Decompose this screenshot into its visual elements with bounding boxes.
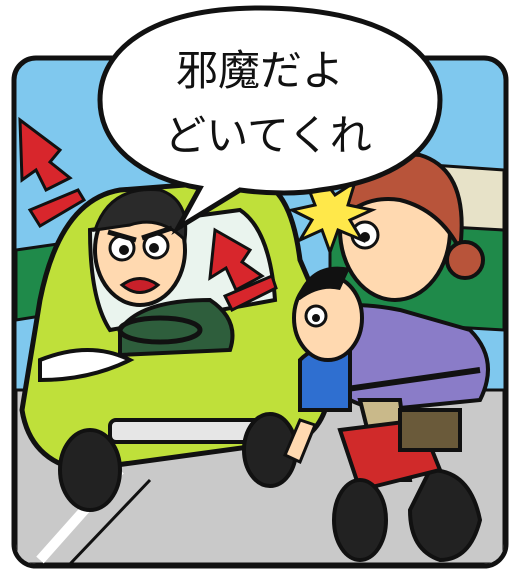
angry-driver	[92, 188, 235, 358]
child-leg	[283, 418, 317, 465]
hair-bun	[445, 240, 485, 280]
child-passenger	[283, 266, 364, 465]
bicycle-front-wheel	[332, 478, 388, 562]
speech-bubble: 邪魔だよ どいてくれ	[97, 5, 443, 236]
driver-hair	[92, 188, 188, 244]
speech-line-1: 邪魔だよ	[176, 46, 344, 95]
car-wheel-left	[58, 428, 122, 512]
shock-burst-icon	[287, 173, 377, 257]
child-hair	[296, 266, 350, 300]
handlebar	[339, 367, 481, 393]
headlight-left	[38, 348, 135, 383]
speech-line-2: どいてくれ	[164, 111, 371, 160]
irritation-marks	[18, 116, 278, 313]
bicycle-rear-wheel	[407, 467, 483, 563]
steering-wheel	[117, 315, 203, 345]
driver-mouth	[119, 277, 161, 294]
bicycle-basket	[398, 408, 462, 452]
road-edge	[68, 478, 152, 564]
